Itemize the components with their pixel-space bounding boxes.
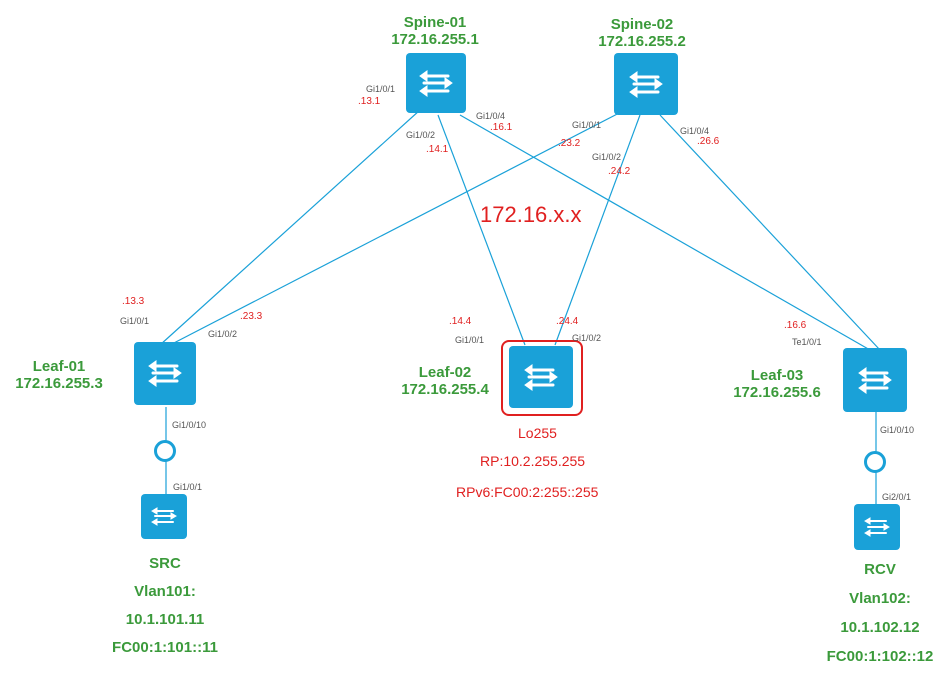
rcv-label: RCV Vlan102: 10.1.102.12 FC00:1:102::12 — [815, 555, 945, 671]
port-label: Gi1/0/1 — [173, 482, 203, 492]
src-vlan: Vlan101: — [134, 583, 196, 600]
link-spine01-leaf03 — [459, 114, 871, 351]
src-access-circle — [154, 440, 176, 462]
port-label: Gi1/0/1 — [366, 84, 396, 94]
ip-label: .23.3 — [240, 311, 263, 322]
port-label: Gi1/0/4 — [476, 111, 506, 121]
port-label: Gi1/0/4 — [680, 126, 710, 136]
link-spine01-leaf01 — [159, 109, 421, 346]
rp-highlight-ring — [501, 340, 583, 416]
rcv-ipv4: 10.1.102.12 — [840, 619, 920, 636]
rcv-name: RCV — [864, 561, 896, 578]
src-ipv6: FC00:1:101::11 — [112, 639, 218, 656]
switch-icon — [524, 364, 558, 391]
rcv-switch[interactable] — [854, 504, 900, 550]
src-label: SRC Vlan101: 10.1.101.11 FC00:1:101::11 — [100, 550, 230, 662]
rp-interface: Lo255 — [518, 425, 557, 441]
switch-icon — [419, 70, 453, 97]
network-label: 172.16.x.x — [480, 202, 582, 227]
ip-label: .26.6 — [697, 136, 720, 147]
port-label: Gi1/0/1 — [455, 335, 485, 345]
leaf03-name: Leaf-03 — [750, 367, 804, 384]
port-label: Gi1/0/2 — [208, 329, 238, 339]
switch-icon — [864, 517, 890, 537]
leaf02-name: Leaf-02 — [418, 364, 472, 381]
port-label: Gi1/0/10 — [172, 420, 207, 430]
port-label: Gi1/0/2 — [572, 333, 602, 343]
link-spine02-leaf02 — [554, 114, 641, 346]
rp-address: RP:10.2.255.255 — [480, 453, 586, 469]
leaf02-switch[interactable] — [509, 346, 573, 408]
port-label: Gi2/0/1 — [882, 492, 912, 502]
ip-label: .13.3 — [122, 296, 145, 307]
link-spine02-leaf03 — [659, 114, 881, 351]
leaf03-label: Leaf-03 172.16.255.6 — [722, 367, 832, 401]
rcv-access-circle — [864, 451, 886, 473]
spine02-switch[interactable] — [614, 53, 678, 115]
port-label: Te1/0/1 — [792, 337, 822, 347]
src-ipv4: 10.1.101.11 — [125, 611, 205, 628]
port-label: Gi1/0/1 — [120, 316, 150, 326]
rpv6-address: RPv6:FC00:2:255::255 — [456, 484, 599, 500]
src-name: SRC — [149, 555, 181, 572]
spine01-ip: 172.16.255.1 — [391, 31, 479, 48]
leaf03-switch[interactable] — [843, 348, 907, 412]
ip-label: .16.6 — [784, 320, 807, 331]
leaf01-name: Leaf-01 — [32, 358, 86, 375]
rcv-vlan: Vlan102: — [849, 590, 911, 607]
spine01-name: Spine-01 — [403, 14, 467, 31]
ip-label: .13.1 — [358, 96, 381, 107]
port-label: Gi1/0/2 — [592, 152, 622, 162]
ip-label: .14.1 — [426, 144, 449, 155]
rcv-ipv6: FC00:1:102::12 — [826, 648, 934, 665]
switch-icon — [148, 360, 182, 387]
port-label: Gi1/0/2 — [406, 130, 436, 140]
ip-label: .23.2 — [558, 138, 581, 149]
switch-icon — [629, 71, 663, 98]
ip-label: .24.2 — [608, 166, 631, 177]
leaf03-ip: 172.16.255.6 — [733, 384, 821, 401]
leaf01-label: Leaf-01 172.16.255.3 — [4, 358, 114, 392]
spine02-name: Spine-02 — [610, 16, 674, 33]
switch-icon — [151, 507, 177, 526]
spine02-label: Spine-02 172.16.255.2 — [587, 16, 697, 50]
leaf01-ip: 172.16.255.3 — [15, 375, 103, 392]
leaf02-ip: 172.16.255.4 — [401, 381, 489, 398]
leaf01-switch[interactable] — [134, 342, 196, 405]
leaf02-label: Leaf-02 172.16.255.4 — [390, 364, 500, 398]
port-label: Gi1/0/10 — [880, 425, 915, 435]
link-spine02-leaf01 — [169, 109, 626, 346]
spine01-switch[interactable] — [406, 53, 466, 113]
ip-label: .16.1 — [490, 122, 513, 133]
ip-label: .14.4 — [449, 316, 472, 327]
spine02-ip: 172.16.255.2 — [598, 33, 686, 50]
switch-icon — [858, 367, 892, 394]
ip-label: .24.4 — [556, 316, 579, 327]
src-switch[interactable] — [141, 494, 187, 539]
spine01-label: Spine-01 172.16.255.1 — [380, 14, 490, 48]
port-label: Gi1/0/1 — [572, 120, 602, 130]
link-spine01-leaf02 — [437, 114, 526, 346]
